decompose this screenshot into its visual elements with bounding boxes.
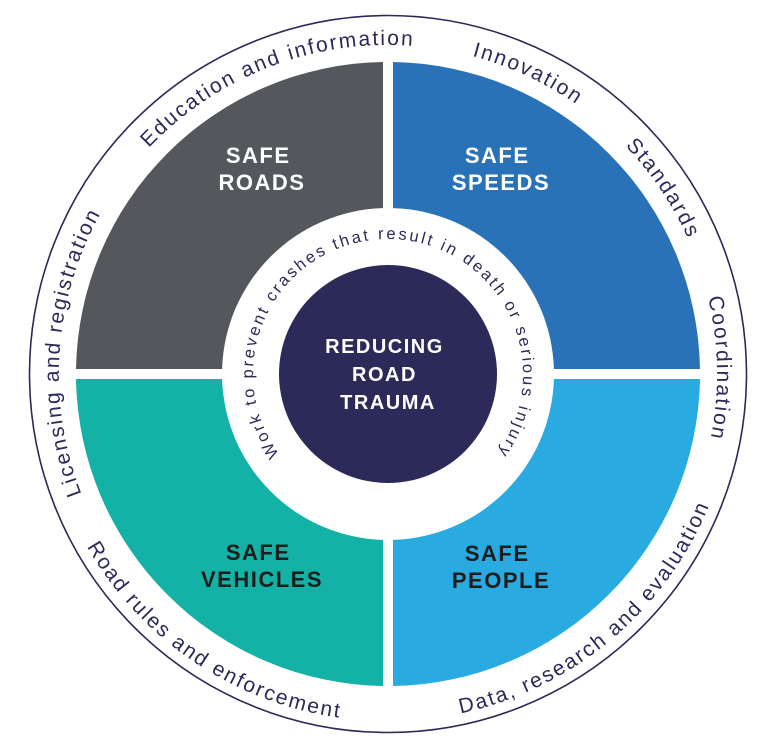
safe-vehicles-line-2: VEHICLES <box>201 567 323 592</box>
safe-people-line-1: SAFE <box>465 541 530 566</box>
safe-roads-line-2: ROADS <box>219 170 306 195</box>
quadrant-safe-speeds <box>393 62 700 369</box>
quadrant-safe-vehicles <box>76 379 383 686</box>
center-title-line-1: REDUCING <box>325 336 444 358</box>
safe-people-line-2: PEOPLE <box>452 568 550 593</box>
center-circle <box>279 265 497 483</box>
quadrant-label-safe-people: SAFE PEOPLE <box>452 541 550 593</box>
quadrant-safe-roads <box>76 62 383 369</box>
quadrant-label-safe-roads: SAFE ROADS <box>219 143 306 195</box>
center-title-line-2: ROAD <box>352 364 417 386</box>
safe-roads-line-1: SAFE <box>226 143 291 168</box>
quadrant-label-safe-vehicles: SAFE VEHICLES <box>201 540 323 592</box>
center-title: REDUCING ROAD TRAUMA <box>325 336 451 414</box>
safe-vehicles-line-1: SAFE <box>226 540 291 565</box>
quadrant-safe-people <box>393 379 700 686</box>
quadrant-label-safe-speeds: SAFE SPEEDS <box>452 143 550 195</box>
center-title-line-3: TRAUMA <box>340 392 436 414</box>
safe-speeds-line-1: SAFE <box>465 143 530 168</box>
safe-speeds-line-2: SPEEDS <box>452 170 550 195</box>
